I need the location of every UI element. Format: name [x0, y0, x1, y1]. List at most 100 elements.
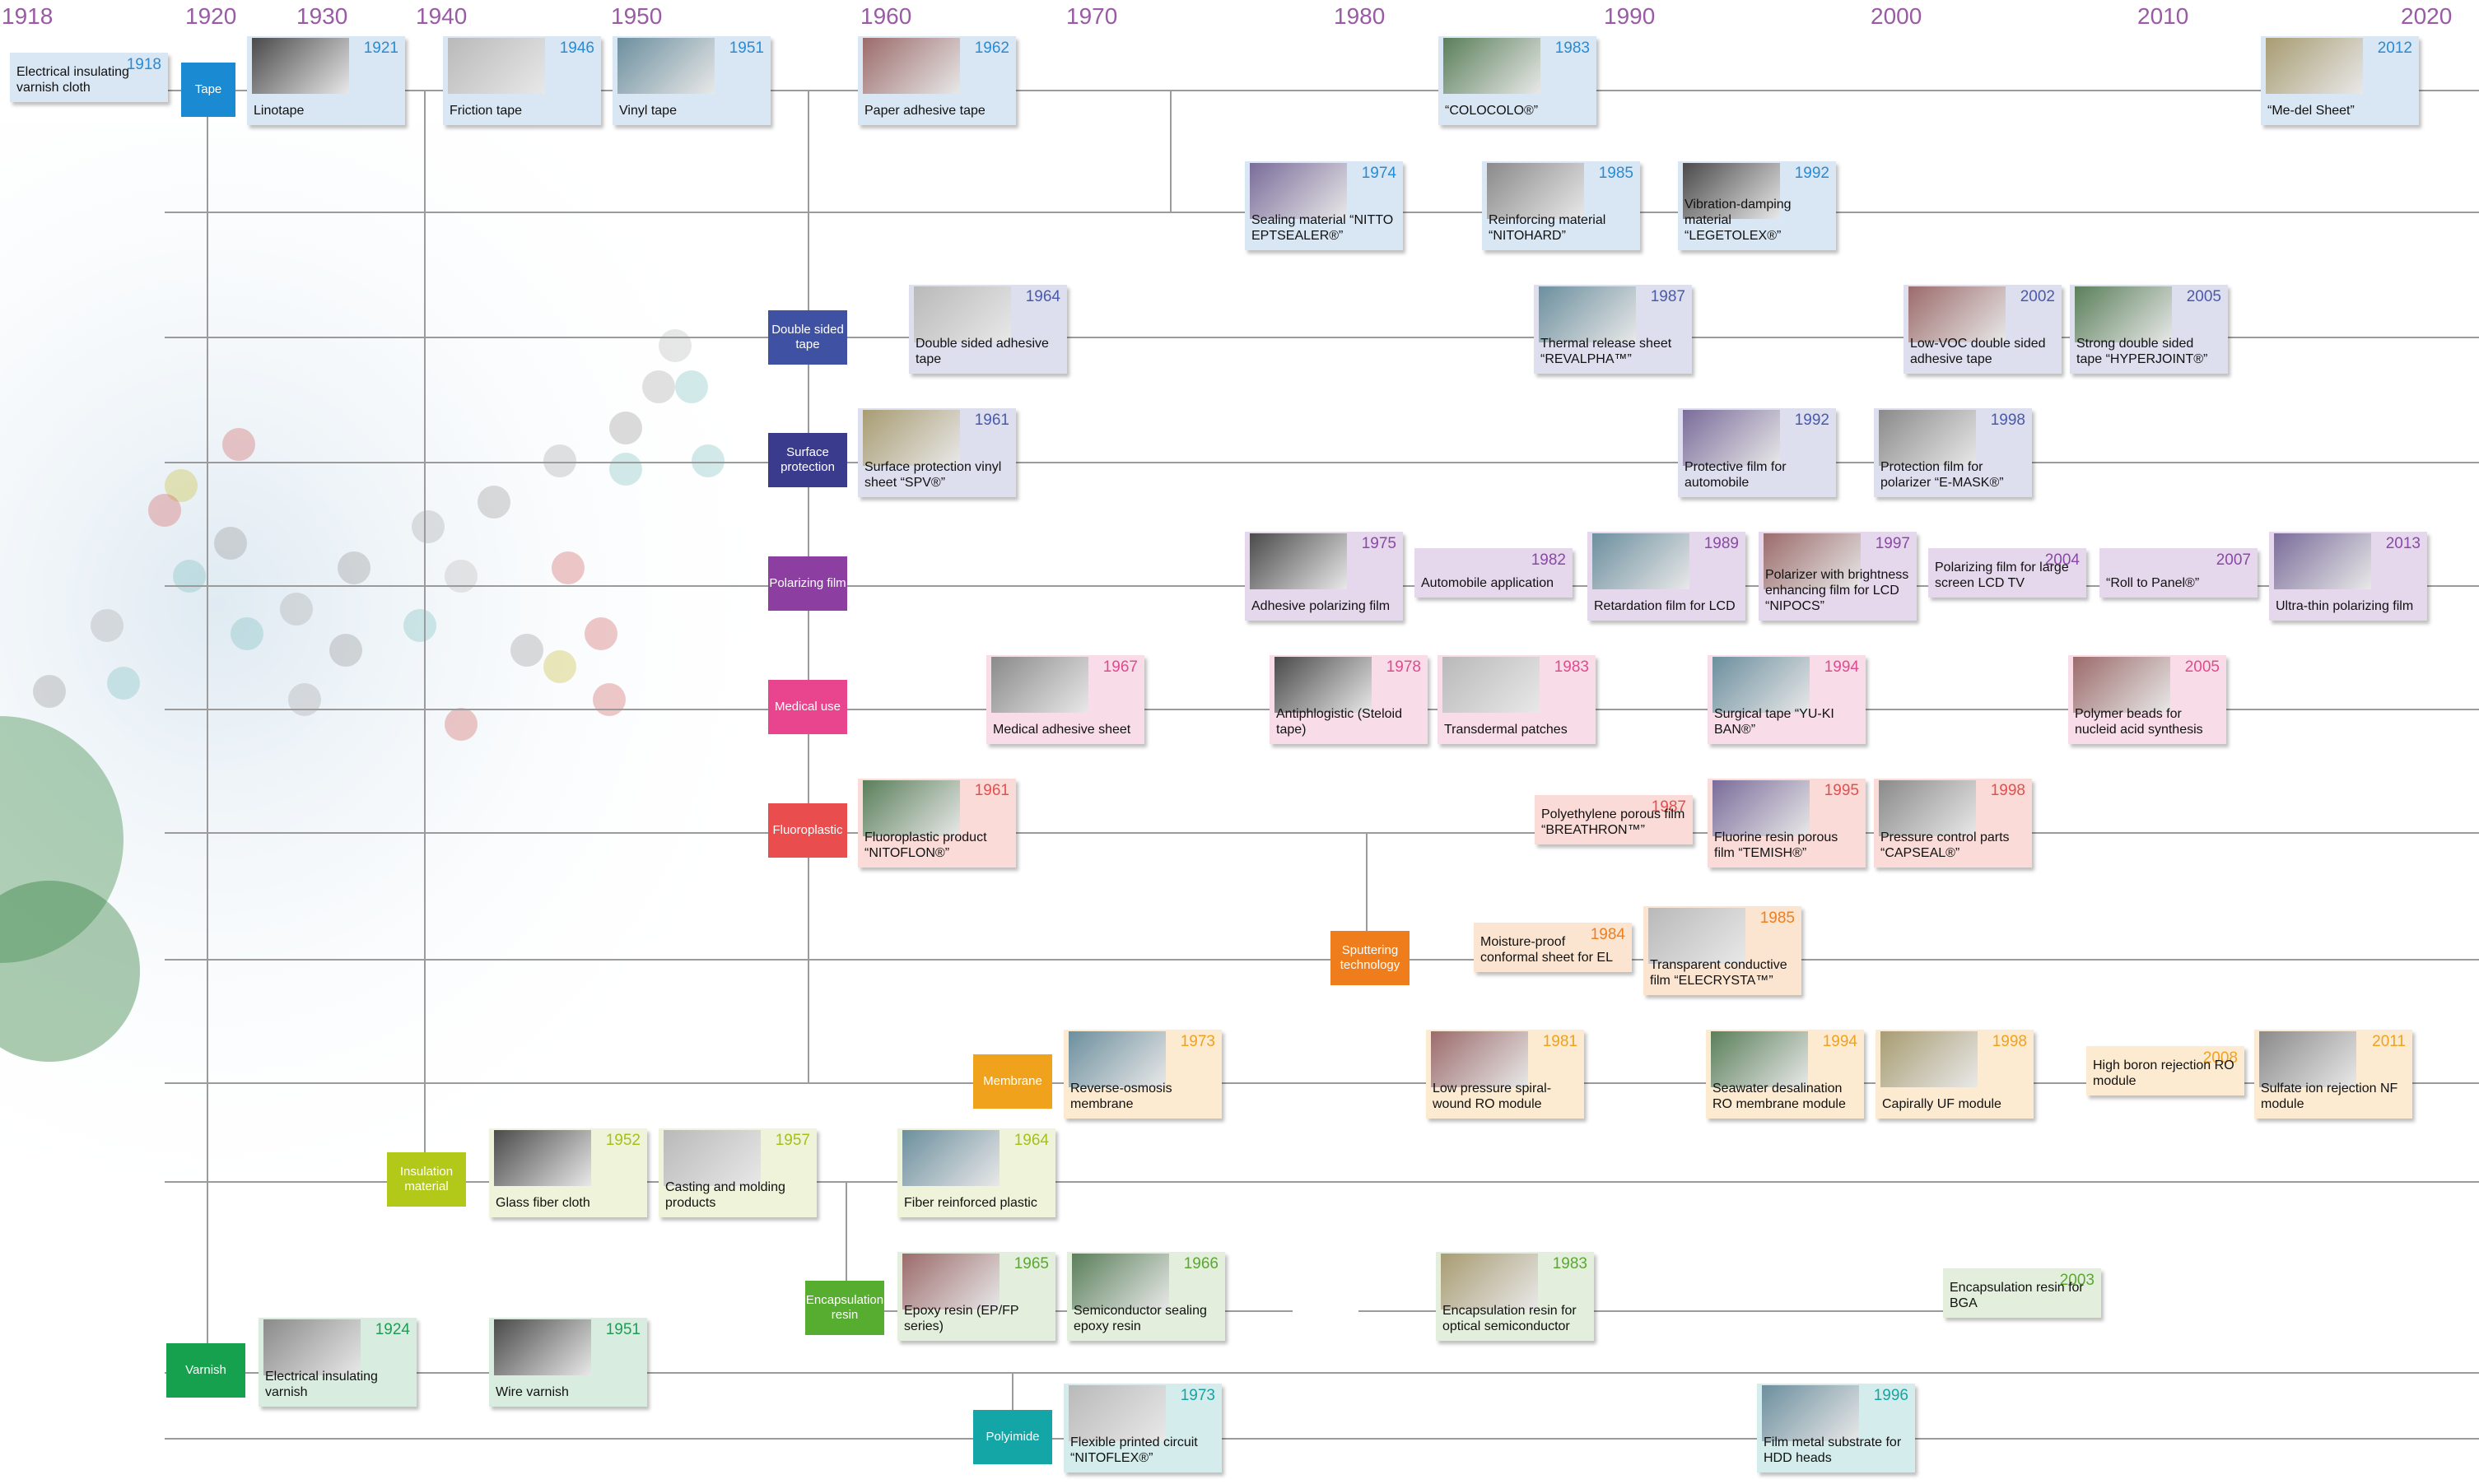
product-name: “Roll to Panel®” [2106, 576, 2200, 590]
product-year: 1946 [559, 40, 594, 57]
product-year: 1964 [1025, 288, 1060, 305]
background-haze [0, 123, 988, 1193]
product-photo [263, 1319, 361, 1375]
product-name: Vibration-damping material “LEGETOLEX®” [1685, 198, 1792, 243]
product-year: 1985 [1598, 165, 1633, 182]
year-label-2020: 2020 [2401, 3, 2453, 29]
product-year: 2013 [2385, 535, 2421, 552]
molecule-atom [478, 486, 510, 519]
year-label-1990: 1990 [1604, 3, 1656, 29]
product-photo [1250, 533, 1347, 589]
molecule-atom [609, 412, 642, 444]
product-photo [1431, 1031, 1528, 1087]
product-year: 1983 [1554, 658, 1589, 676]
product-name: Transparent conductive film “ELECRYSTA™” [1650, 958, 1787, 988]
product-photo [914, 286, 1011, 342]
product-year: 1965 [1014, 1255, 1049, 1272]
product-year: 1982 [1531, 551, 1566, 569]
product-photo [617, 38, 715, 94]
product-name: “COLOCOLO®” [1445, 104, 1539, 118]
product-photo [252, 38, 349, 94]
year-label-1918: 1918 [2, 3, 54, 29]
product-card: 1983 “COLOCOLO®” [1438, 36, 1596, 125]
product-year: 1966 [1183, 1255, 1219, 1272]
product-name: Retardation film for LCD [1594, 599, 1736, 613]
product-photo [448, 38, 545, 94]
product-name: “Me-del Sheet” [2267, 104, 2355, 118]
product-name: Protection film for polarizer “E-MASK®” [1880, 460, 2004, 490]
product-year: 1962 [974, 40, 1009, 57]
product-name: Polyethylene porous film “BREATHRON™” [1541, 807, 1685, 837]
product-year: 1973 [1180, 1387, 1215, 1404]
product-photo [1879, 410, 1976, 466]
product-year: 1974 [1361, 165, 1396, 182]
product-year: 1961 [974, 412, 1009, 429]
product-photo [1648, 908, 1745, 964]
product-name: Automobile application [1421, 576, 1554, 590]
product-year: 1998 [1990, 782, 2025, 799]
product-name: Fluorine resin porous film “TEMISH®” [1714, 830, 1838, 860]
molecule-atom [33, 675, 66, 708]
product-year: 1997 [1875, 535, 1910, 552]
product-year: 2005 [2184, 658, 2220, 676]
category-double-sided-tape: Double sided tape [768, 310, 847, 365]
product-year: 1951 [605, 1321, 641, 1338]
molecule-atom [543, 650, 576, 683]
molecule-atom [214, 527, 247, 560]
product-name: Ultra-thin polarizing film [2276, 599, 2414, 613]
product-photo [863, 780, 960, 836]
product-photo [902, 1130, 1000, 1186]
product-name: Linotape [254, 104, 305, 118]
product-year: 2012 [2377, 40, 2412, 57]
product-photo [863, 38, 960, 94]
product-year: 2004 [2044, 551, 2080, 569]
molecule-blob [0, 716, 123, 963]
product-year: 1964 [1014, 1132, 1049, 1149]
product-year: 1921 [363, 40, 398, 57]
product-year: 1998 [1990, 412, 2025, 429]
product-name: Surface protection vinyl sheet “SPV®” [864, 460, 1002, 490]
product-photo [2259, 1031, 2356, 1087]
product-photo [1879, 780, 1976, 836]
product-name: Transdermal patches [1444, 723, 1568, 737]
molecule-atom [585, 617, 617, 650]
product-name: Pressure control parts “CAPSEAL®” [1880, 830, 2010, 860]
category-membrane: Membrane [973, 1054, 1052, 1109]
product-photo [1764, 533, 1861, 589]
product-photo [2075, 286, 2172, 342]
product-name: Electrical insulating varnish [265, 1370, 378, 1399]
molecule-atom [165, 469, 198, 502]
product-year: 1992 [1794, 412, 1829, 429]
molecule-atom [288, 683, 321, 716]
product-photo [991, 657, 1088, 713]
product-year: 1951 [729, 40, 764, 57]
product-photo [1443, 38, 1540, 94]
product-name: Polarizer with brightness enhancing film… [1765, 568, 1909, 613]
product-photo [1487, 163, 1584, 219]
product-card: 2007“Roll to Panel®” [2099, 548, 2258, 598]
product-name: Paper adhesive tape [864, 104, 986, 118]
product-year: 1983 [1554, 40, 1590, 57]
year-label-2010: 2010 [2137, 3, 2189, 29]
molecule-atom [148, 494, 181, 527]
year-label-1930: 1930 [296, 3, 348, 29]
